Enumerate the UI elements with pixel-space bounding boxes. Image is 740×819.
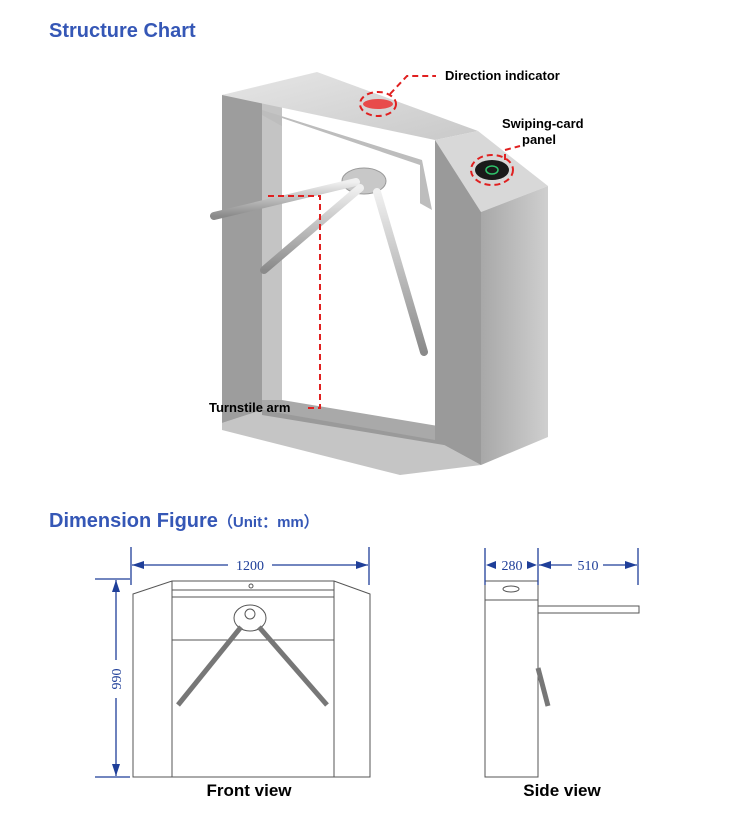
side-indicator bbox=[502, 585, 520, 593]
turnstile-arm-1 bbox=[210, 178, 360, 220]
direction-indicator-leader bbox=[389, 75, 436, 95]
side-arm-angled bbox=[535, 667, 551, 707]
callout-direction-indicator bbox=[359, 75, 436, 117]
turnstile-3d-illustration bbox=[210, 72, 548, 475]
side-dimensions bbox=[484, 548, 639, 585]
callout-swiping-card bbox=[470, 145, 521, 186]
direction-indicator-light bbox=[363, 99, 393, 109]
dimension-figure-title: Dimension Figure（Unit：mm） bbox=[49, 510, 319, 533]
front-width-dimension bbox=[130, 547, 370, 585]
bottom-rail bbox=[262, 400, 462, 448]
front-width-value: 1200 bbox=[236, 559, 264, 574]
top-beam bbox=[222, 72, 478, 140]
front-width-arrow-right bbox=[356, 561, 368, 569]
structure-chart-title: Structure Chart bbox=[49, 20, 196, 42]
turnstile-arm-label: Turnstile arm bbox=[209, 400, 290, 415]
side-arm-horizontal bbox=[537, 605, 640, 614]
base-shadow bbox=[222, 410, 481, 475]
front-view-drawing bbox=[132, 580, 371, 778]
front-arm-right bbox=[257, 625, 329, 707]
left-post-front bbox=[222, 88, 262, 423]
card-reader-panel bbox=[475, 160, 509, 180]
front-width-arrow-left bbox=[132, 561, 144, 569]
front-hub bbox=[233, 604, 267, 632]
dimension-figure-label: Dimension Figure bbox=[49, 510, 218, 532]
side-depth-value: 280 bbox=[502, 559, 523, 574]
front-height-arrow-bottom bbox=[112, 764, 120, 776]
direction-indicator-ring bbox=[359, 91, 397, 117]
swiping-card-leader bbox=[504, 145, 521, 160]
front-height-arrow-top bbox=[112, 580, 120, 592]
left-post-side bbox=[262, 88, 282, 410]
direction-indicator-label: Direction indicator bbox=[445, 68, 560, 83]
arm-hub bbox=[341, 167, 387, 195]
side-arm-arrow-left bbox=[539, 561, 551, 569]
side-view-caption: Side view bbox=[523, 781, 601, 800]
swiping-card-ring bbox=[470, 154, 514, 186]
side-cabinet bbox=[484, 580, 539, 778]
front-height-value: 990 bbox=[110, 669, 125, 690]
swiping-card-label-line1: Swiping-card bbox=[502, 116, 584, 131]
cabinet-side bbox=[481, 186, 548, 465]
front-height-dimension bbox=[95, 578, 130, 778]
turnstile-arm-3 bbox=[373, 188, 428, 356]
callout-turnstile-arm bbox=[268, 195, 321, 409]
front-indicator-dot bbox=[248, 583, 254, 589]
side-depth-arrow-left bbox=[486, 561, 496, 569]
side-arm-value: 510 bbox=[578, 559, 599, 574]
side-depth-arrow-right bbox=[527, 561, 537, 569]
turnstile-arm-leader bbox=[268, 195, 321, 409]
turnstile-arm-2 bbox=[260, 184, 364, 274]
front-hub-center bbox=[244, 608, 256, 620]
cabinet-front-edge bbox=[435, 140, 481, 465]
front-arm-left bbox=[176, 625, 243, 707]
side-arm-arrow-right bbox=[625, 561, 637, 569]
front-view-caption: Front view bbox=[206, 781, 292, 800]
dimension-unit-label: （Unit：mm） bbox=[217, 514, 319, 531]
swiping-card-label-line2: panel bbox=[522, 132, 556, 147]
card-reader-icon bbox=[485, 165, 499, 175]
side-view-drawing bbox=[484, 580, 640, 778]
